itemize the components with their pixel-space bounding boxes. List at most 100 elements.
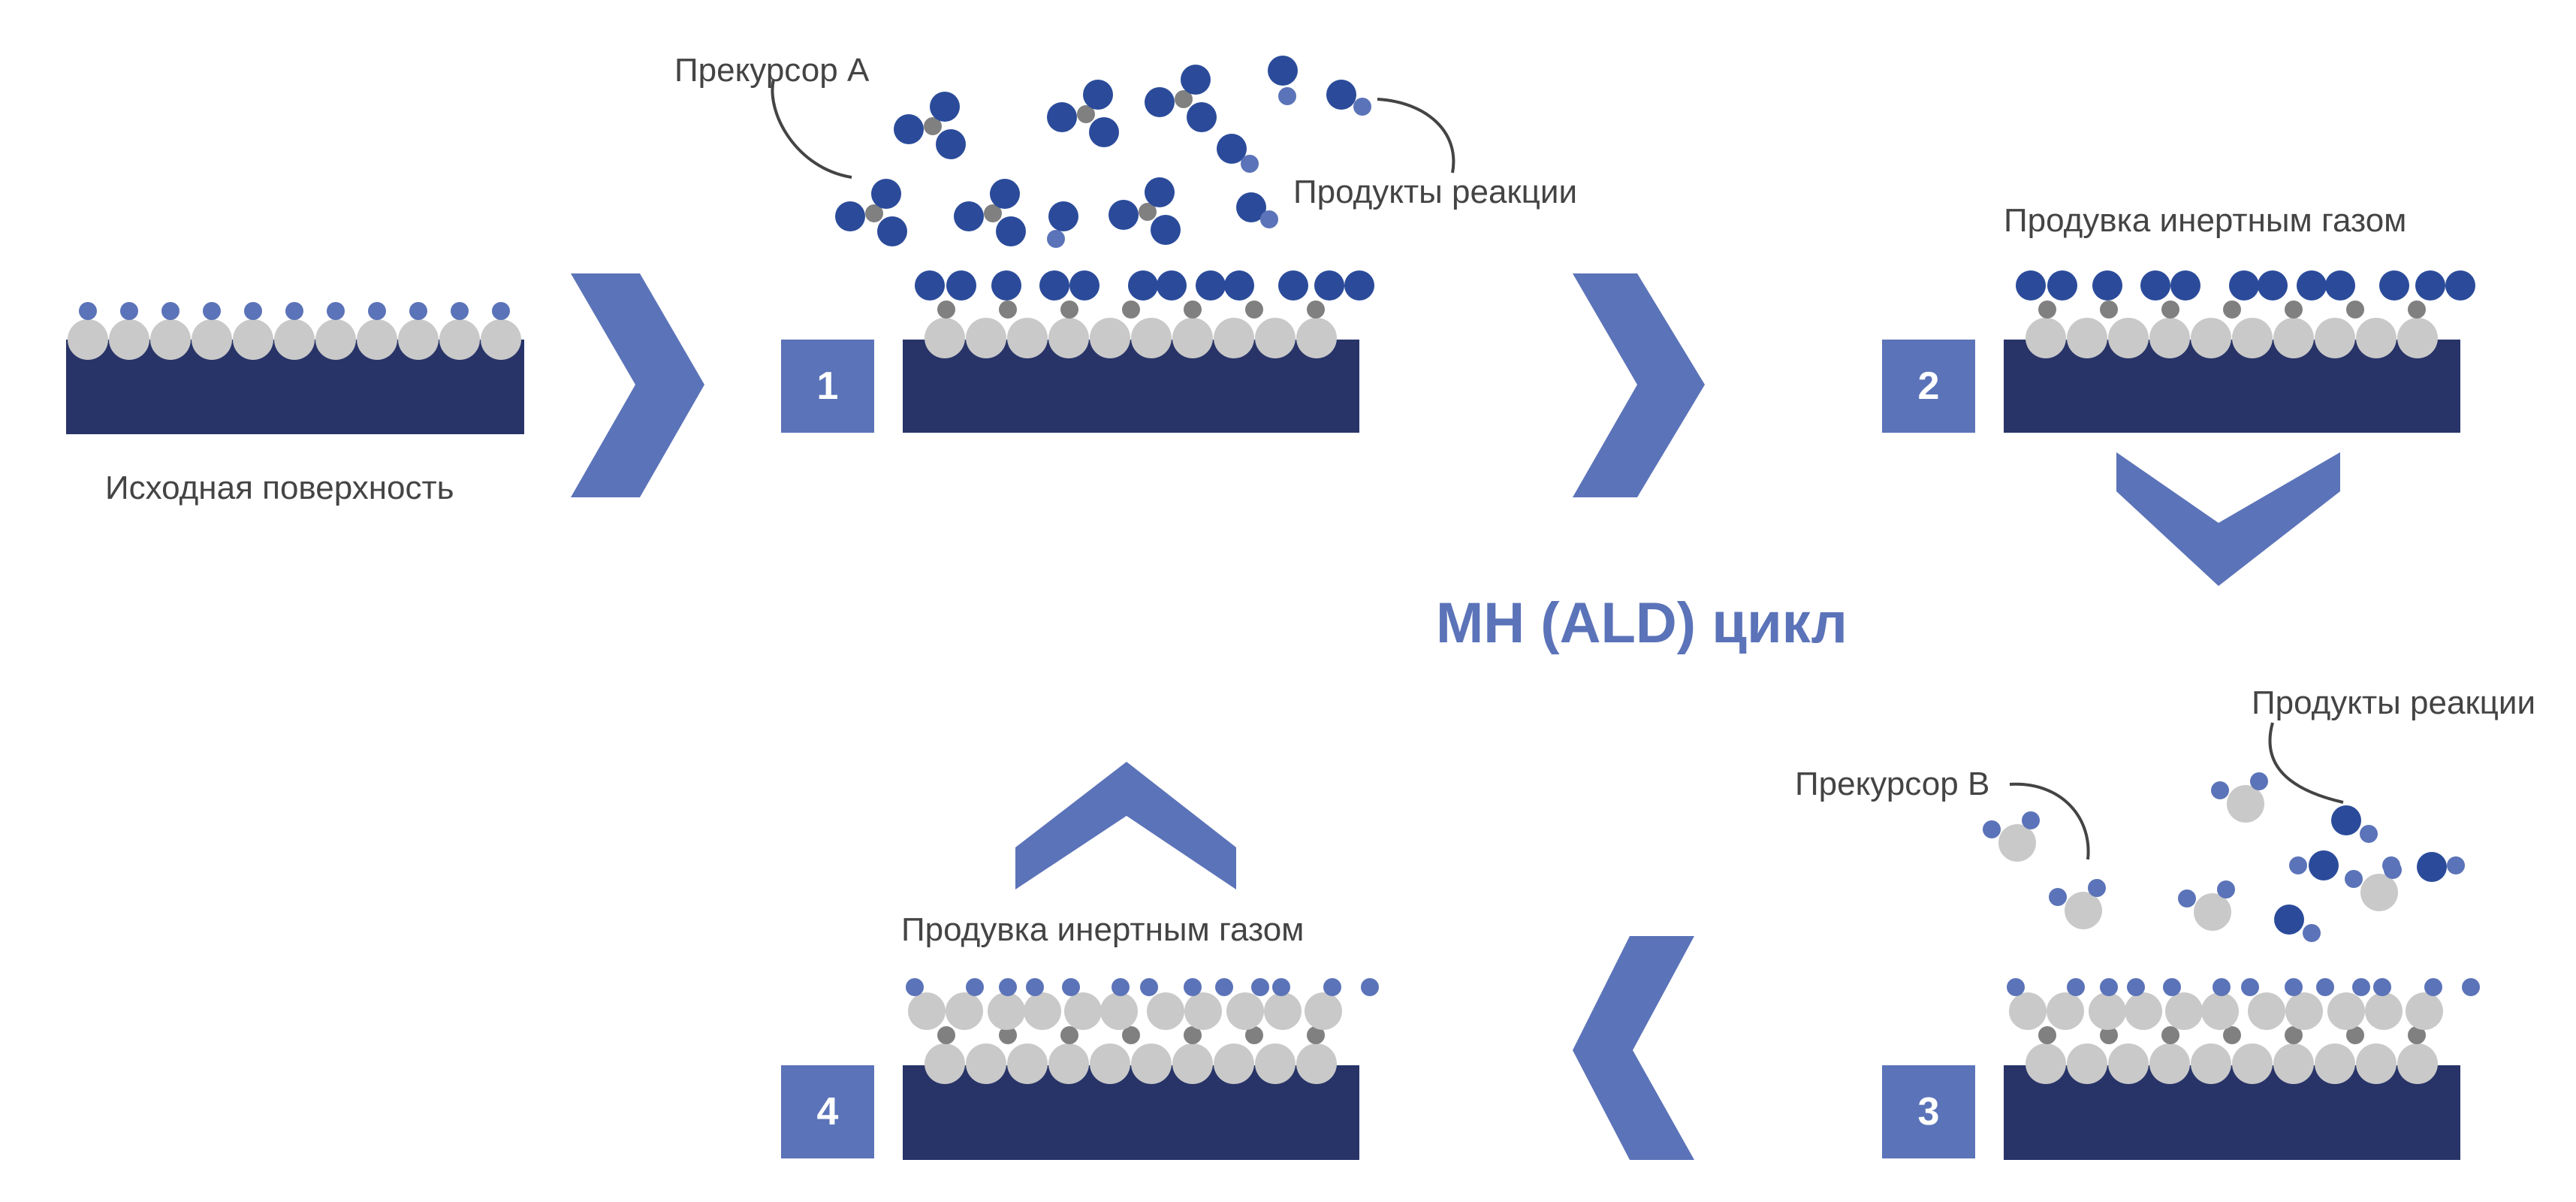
surface-atom [1090, 318, 1130, 358]
gas-precursor-a [1145, 177, 1175, 207]
gas-precursor-b [1983, 820, 2001, 838]
bond-atom [2346, 300, 2364, 319]
gas-precursor-a [835, 201, 865, 231]
adsorbed-precursor-a [2092, 270, 2122, 300]
purge-label-2: Продувка инертным газом [901, 911, 1305, 948]
bond-atom [1122, 1026, 1140, 1044]
surface-atom [2315, 1043, 2355, 1084]
surface-atom [481, 319, 521, 360]
terminal-atom [2462, 978, 2480, 996]
terminal-atom [2100, 978, 2118, 996]
surface-atom [2273, 318, 2314, 358]
adsorbed-precursor-a [991, 270, 1021, 300]
bond-atom [1307, 300, 1325, 319]
gas-precursor-a [877, 216, 907, 246]
reaction-product [1241, 155, 1259, 173]
surface-hydroxyl [327, 302, 345, 320]
terminal-atom [1140, 978, 1158, 996]
gas-precursor-b [2345, 870, 2363, 888]
gas-precursor-a [1089, 117, 1119, 147]
terminal-atom [2067, 978, 2085, 996]
grown-layer-atom [1184, 992, 1222, 1030]
terminal-atom [999, 978, 1017, 996]
terminal-atom [1251, 978, 1269, 996]
bond-atom [984, 204, 1002, 222]
terminal-atom [1323, 978, 1341, 996]
terminal-atom [2285, 978, 2303, 996]
adsorbed-precursor-a [1039, 270, 1069, 300]
surface-atom [1048, 1043, 1089, 1084]
surface-atom [1007, 318, 1048, 358]
grown-layer-atom [1064, 992, 1102, 1030]
terminal-atom [2352, 978, 2370, 996]
grown-layer-atom [2125, 992, 2162, 1030]
adsorbed-precursor-a [2297, 270, 2327, 300]
terminal-atom [906, 978, 924, 996]
surface-atom [966, 1043, 1006, 1084]
step-badge-1: 1 [781, 340, 874, 433]
bond-atom [937, 300, 955, 319]
bond-atom [1307, 1026, 1325, 1044]
terminal-atom [1026, 978, 1044, 996]
reaction-product [2360, 825, 2378, 843]
surface-atom [1172, 1043, 1213, 1084]
reaction-product [2447, 856, 2465, 874]
surface-atom [2232, 1043, 2273, 1084]
gas-precursor-a [1181, 65, 1211, 95]
gas-precursor-a [1047, 102, 1077, 132]
surface-atom [2108, 1043, 2149, 1084]
bond-atom [2346, 1026, 2364, 1044]
substrate-step-1 [903, 340, 1359, 433]
gas-precursor-b [2227, 785, 2264, 823]
terminal-atom [2213, 978, 2231, 996]
reaction-product [1260, 210, 1278, 228]
bond-atom [2223, 1026, 2241, 1044]
arrow-down [2116, 452, 2340, 586]
surface-atom [2191, 318, 2231, 358]
adsorbed-precursor-a [1224, 270, 1254, 300]
adsorbed-precursor-a [2445, 270, 2475, 300]
surface-atom [2108, 318, 2149, 358]
surface-atom [966, 318, 1006, 358]
bond-atom [999, 300, 1017, 319]
reaction-products-label-2: Продукты реакции [2252, 684, 2536, 721]
leader-precursor-b [2009, 782, 2090, 860]
surface-atom [2356, 318, 2397, 358]
substrate-step-3 [2004, 1065, 2460, 1160]
surface-atom [398, 319, 439, 360]
grown-layer-atom [2248, 992, 2285, 1030]
surface-atom [192, 319, 232, 360]
surface-atom [150, 319, 191, 360]
leader-reaction-products-2 [2268, 722, 2344, 804]
grown-layer-atom [2406, 992, 2443, 1030]
gas-precursor-a [1151, 215, 1181, 245]
bond-atom [1184, 300, 1202, 319]
terminal-atom [2316, 978, 2334, 996]
bond-atom [865, 204, 883, 222]
bond-atom [2285, 1026, 2303, 1044]
surface-hydroxyl [203, 302, 221, 320]
reaction-product [1326, 80, 1356, 110]
cycle-title: МН (ALD) цикл [1436, 591, 1848, 655]
bond-atom [999, 1026, 1017, 1044]
reaction-product [1236, 192, 1266, 222]
bond-atom [2223, 300, 2241, 319]
bond-atom [1060, 300, 1078, 319]
surface-atom [2067, 318, 2107, 358]
purge-label-1: Продувка инертным газом [2004, 202, 2407, 239]
grown-layer-atom [2089, 992, 2126, 1030]
surface-atom [2149, 1043, 2190, 1084]
arrow-up [1015, 762, 1236, 889]
bond-atom [1122, 300, 1140, 319]
grown-layer-atom [1100, 992, 1138, 1030]
reaction-product [1353, 98, 1371, 116]
surface-atom [1255, 1043, 1296, 1084]
terminal-atom [2424, 978, 2442, 996]
gas-precursor-a [1187, 102, 1217, 132]
adsorbed-precursor-a [1278, 270, 1308, 300]
reaction-product [2303, 924, 2321, 942]
gas-precursor-b [2217, 880, 2235, 898]
precursor-a-label: Прекурсор А [674, 52, 870, 89]
surface-hydroxyl [409, 302, 427, 320]
